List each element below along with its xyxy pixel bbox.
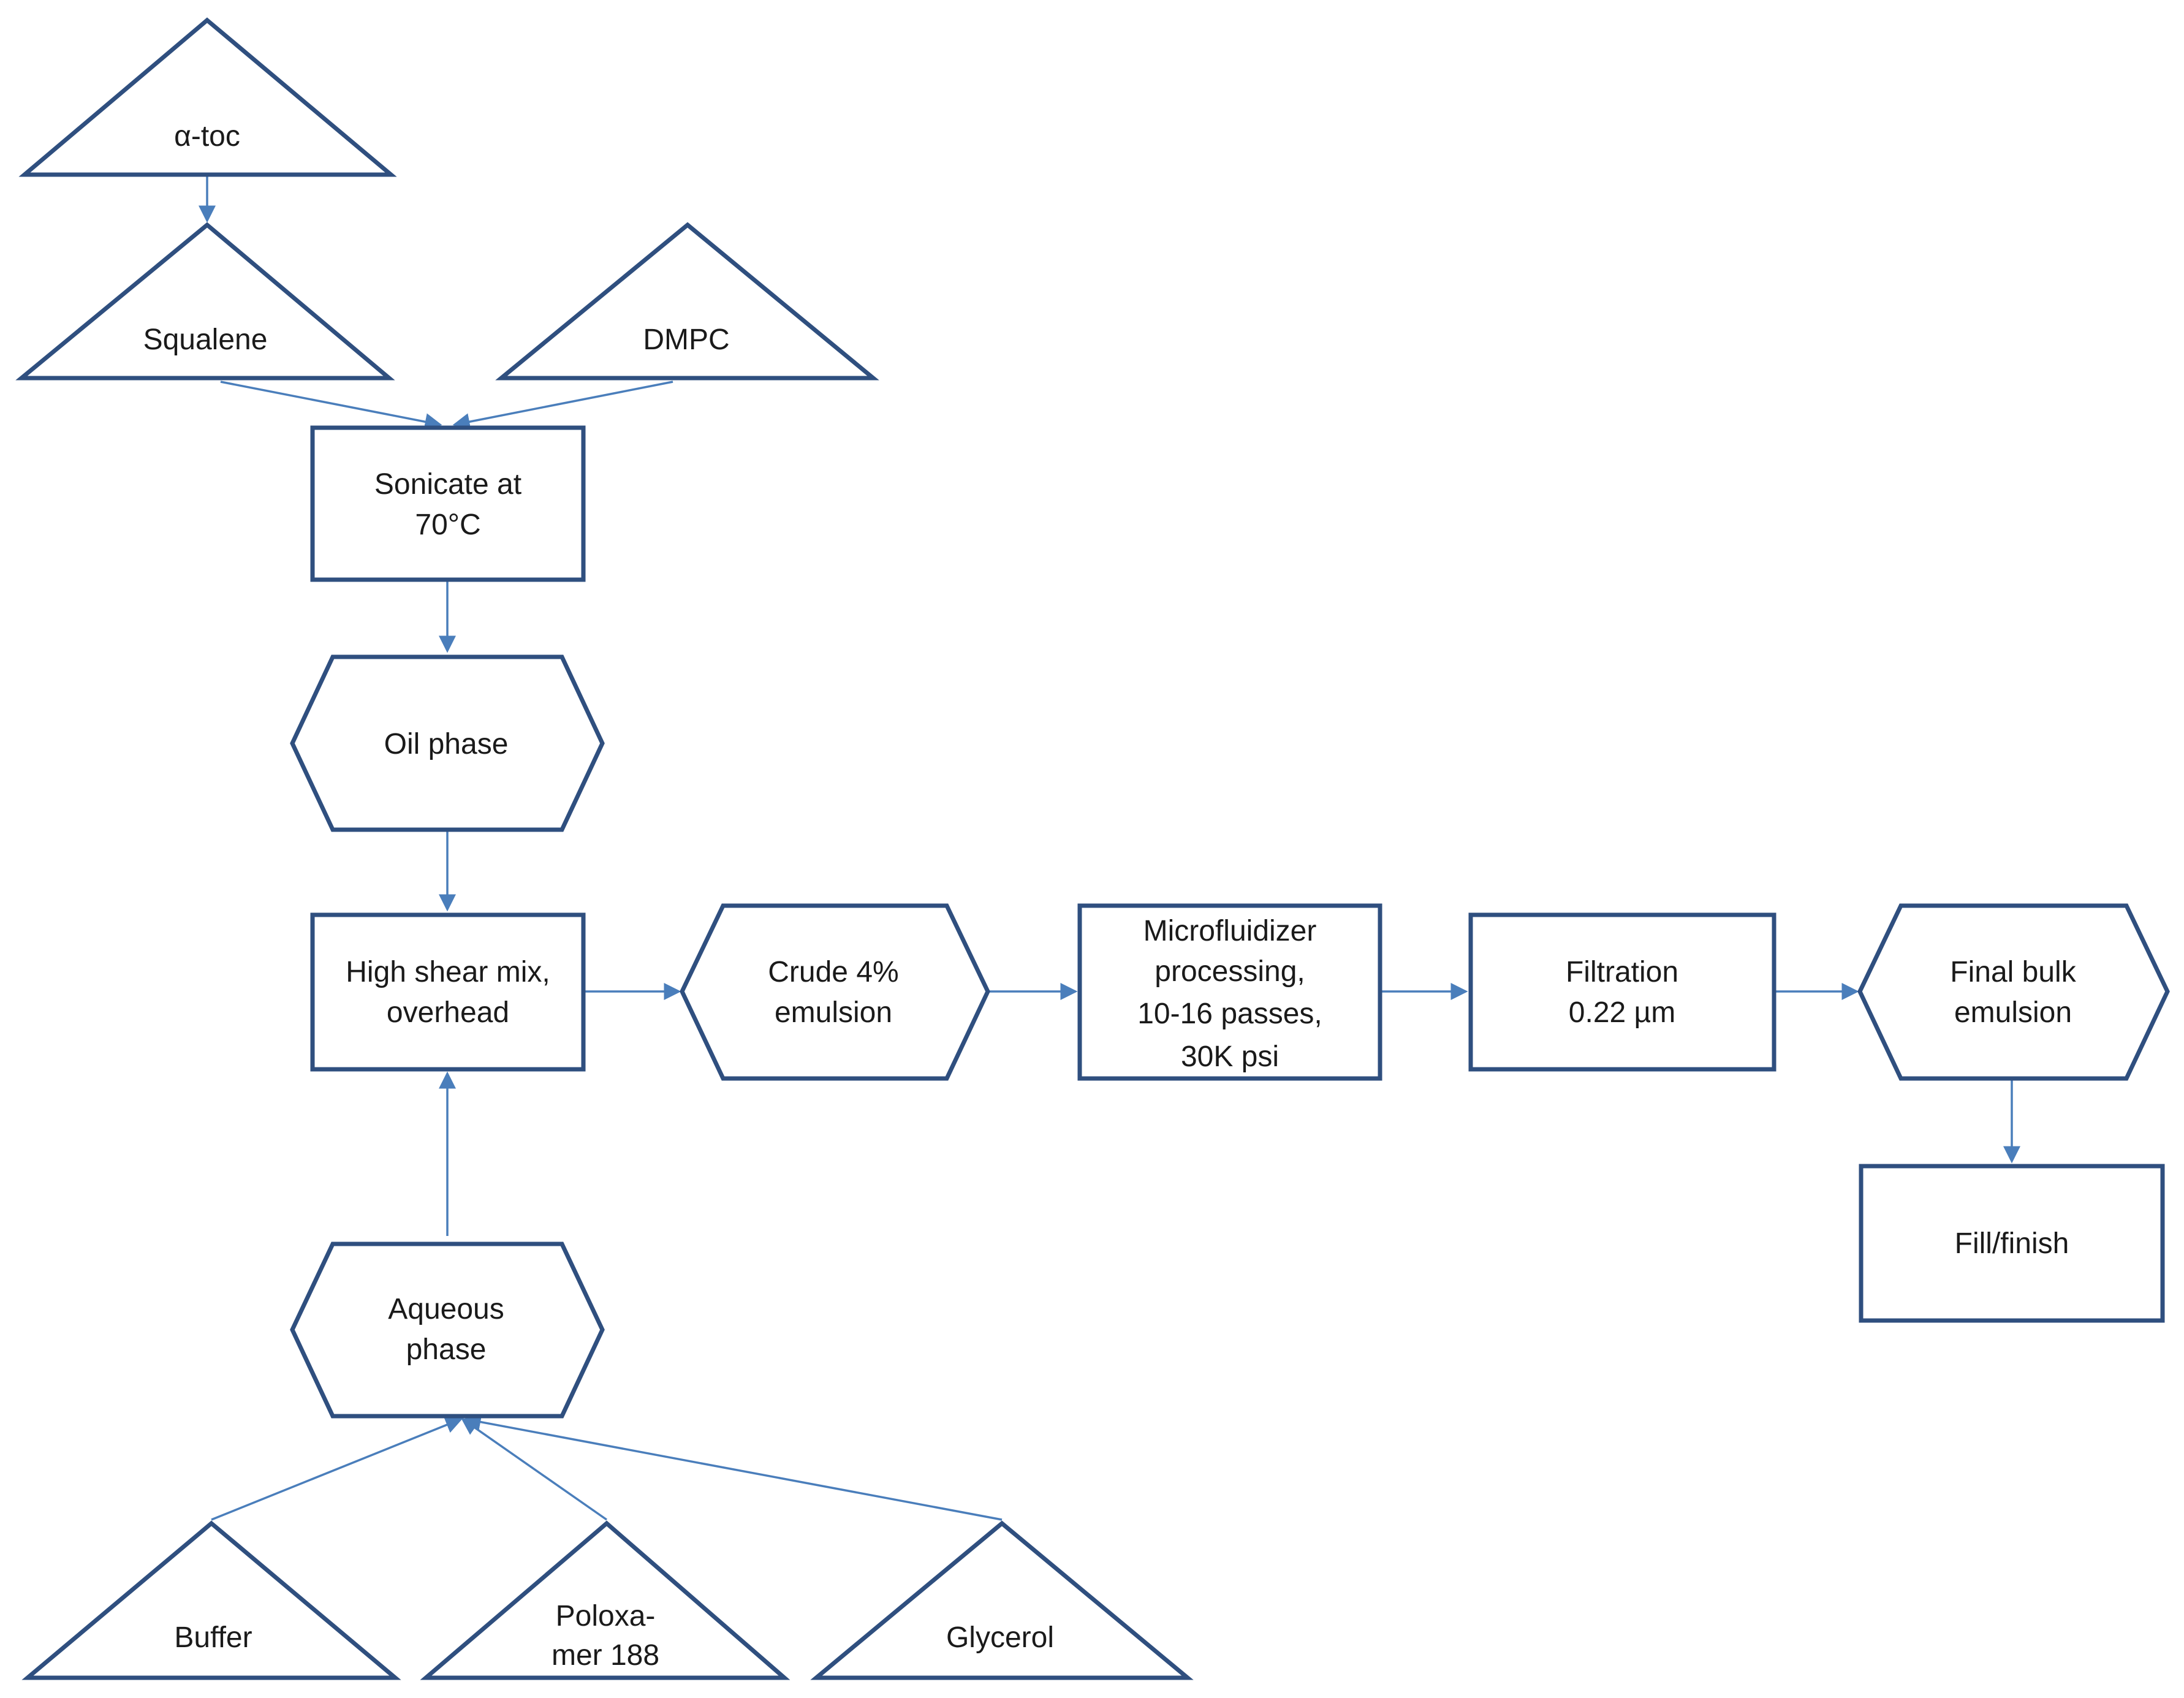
fill-finish-label: Fill/finish bbox=[1955, 1227, 2069, 1260]
poloxamer-label-line-2: mer 188 bbox=[552, 1639, 659, 1672]
glycerol-triangle bbox=[810, 1520, 1194, 1680]
high-shear-box bbox=[310, 912, 586, 1072]
node-fill-finish: Fill/finish bbox=[1859, 1164, 2165, 1323]
node-filtration: Filtration 0.22 µm bbox=[1468, 912, 1776, 1072]
node-dmpc: DMPC bbox=[495, 222, 879, 381]
node-sonicate: Sonicate at 70°C bbox=[310, 425, 586, 582]
glycerol-label: Glycerol bbox=[946, 1621, 1054, 1654]
sonicate-label-line-2: 70°C bbox=[415, 509, 480, 541]
node-crude: Crude 4% emulsion bbox=[680, 903, 990, 1081]
node-squalene: Squalene bbox=[15, 222, 395, 381]
crude-label-line-1: Crude 4% bbox=[768, 956, 898, 988]
poloxamer-triangle bbox=[420, 1520, 791, 1680]
final-bulk-label-line-1: Final bulk bbox=[1950, 956, 2076, 988]
node-oil-phase: Oil phase bbox=[290, 654, 605, 832]
buffer-triangle bbox=[21, 1520, 401, 1680]
crude-label-line-2: emulsion bbox=[775, 996, 892, 1029]
edge-buffer-aqueous bbox=[211, 1417, 463, 1521]
atoc-label: α-toc bbox=[174, 120, 240, 153]
crude-hexagon bbox=[680, 903, 990, 1081]
microfluidizer-label-line-1: Microfluidizer bbox=[1143, 915, 1317, 947]
node-glycerol: Glycerol bbox=[810, 1520, 1194, 1680]
node-high-shear: High shear mix, overhead bbox=[310, 912, 586, 1072]
poloxamer-label-line-1: Poloxa- bbox=[556, 1600, 656, 1632]
edge-glycerol-aqueous bbox=[463, 1413, 1003, 1521]
buffer-label: Buffer bbox=[174, 1621, 252, 1654]
atoc-triangle bbox=[18, 17, 397, 177]
filtration-label-line-1: Filtration bbox=[1566, 956, 1678, 988]
node-buffer: Buffer bbox=[21, 1520, 401, 1680]
node-poloxamer: Poloxa- mer 188 bbox=[420, 1520, 791, 1680]
node-final-bulk: Final bulk emulsion bbox=[1857, 903, 2170, 1081]
node-microfluidizer: Microfluidizer processing, 10-16 passes,… bbox=[1077, 903, 1382, 1081]
sonicate-label-line-1: Sonicate at bbox=[374, 468, 521, 501]
node-atoc: α-toc bbox=[18, 17, 397, 177]
squalene-triangle bbox=[15, 222, 395, 381]
microfluidizer-box bbox=[1077, 903, 1382, 1081]
dmpc-label: DMPC bbox=[643, 324, 729, 356]
microfluidizer-label-line-3: 10-16 passes, bbox=[1137, 998, 1322, 1030]
aqueous-label-line-2: phase bbox=[406, 1333, 487, 1366]
final-bulk-hexagon bbox=[1857, 903, 2170, 1081]
final-bulk-label-line-2: emulsion bbox=[1954, 996, 2072, 1029]
filtration-box bbox=[1468, 912, 1776, 1072]
connectors bbox=[199, 175, 2020, 1521]
oil-phase-label: Oil phase bbox=[384, 728, 509, 760]
edge-squalene-sonicate bbox=[220, 381, 442, 431]
aqueous-label-line-1: Aqueous bbox=[388, 1293, 504, 1325]
high-shear-label-line-1: High shear mix, bbox=[346, 956, 550, 988]
filtration-label-line-2: 0.22 µm bbox=[1569, 996, 1675, 1029]
aqueous-hexagon bbox=[290, 1241, 605, 1419]
high-shear-label-line-2: overhead bbox=[387, 996, 509, 1029]
dmpc-triangle bbox=[495, 222, 879, 381]
edge-dmpc-sonicate bbox=[452, 381, 673, 431]
microfluidizer-label-line-4: 30K psi bbox=[1181, 1040, 1279, 1073]
oil-phase-hexagon bbox=[290, 654, 605, 832]
microfluidizer-label-line-2: processing, bbox=[1155, 955, 1305, 988]
fill-finish-box bbox=[1859, 1164, 2165, 1323]
squalene-label: Squalene bbox=[143, 324, 268, 356]
sonicate-box bbox=[310, 425, 586, 582]
node-aqueous: Aqueous phase bbox=[290, 1241, 605, 1419]
edge-poloxamer-aqueous bbox=[461, 1417, 608, 1521]
